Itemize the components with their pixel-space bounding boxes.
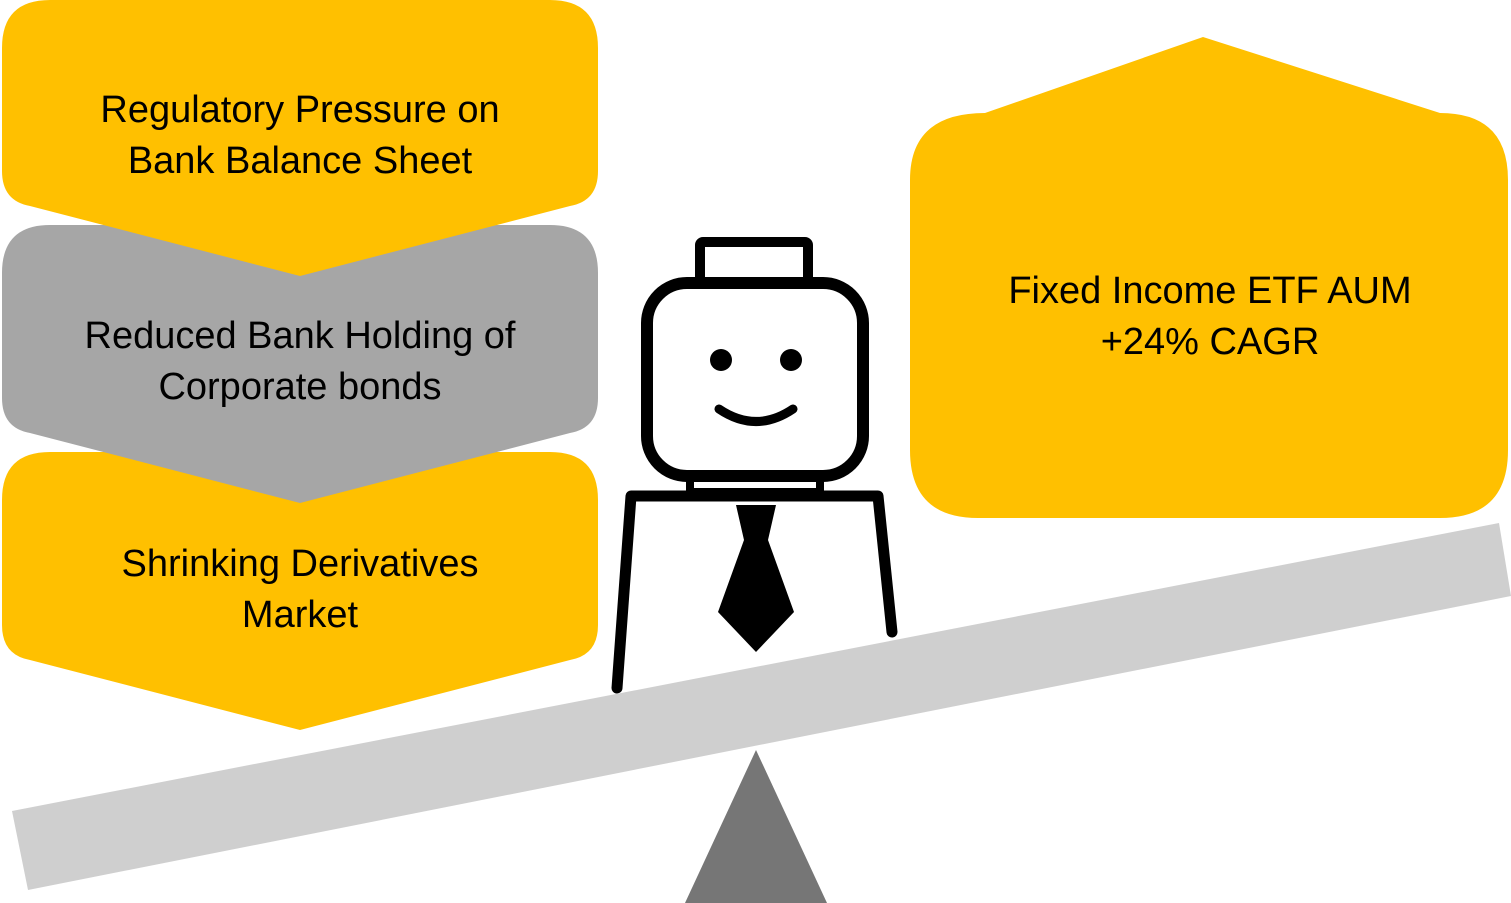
fulcrum-triangle (685, 750, 827, 903)
chain-label-regulatory-pressure: Regulatory Pressure on Bank Balance Shee… (100, 89, 500, 182)
etf-growth-box (910, 37, 1508, 518)
chain-label-shrinking-derivatives: Shrinking Derivatives Market (121, 543, 479, 636)
chain-box-reduced-holding (2, 225, 598, 503)
chain-box-shrinking-derivatives (2, 452, 598, 730)
seesaw-beam (12, 523, 1511, 890)
chain-box-regulatory-pressure (2, 0, 598, 276)
chain-label-reduced-holding: Reduced Bank Holding of Corporate bonds (84, 315, 516, 408)
etf-growth-label: Fixed Income ETF AUM +24% CAGR (1008, 270, 1412, 363)
businessman-icon (611, 237, 898, 694)
